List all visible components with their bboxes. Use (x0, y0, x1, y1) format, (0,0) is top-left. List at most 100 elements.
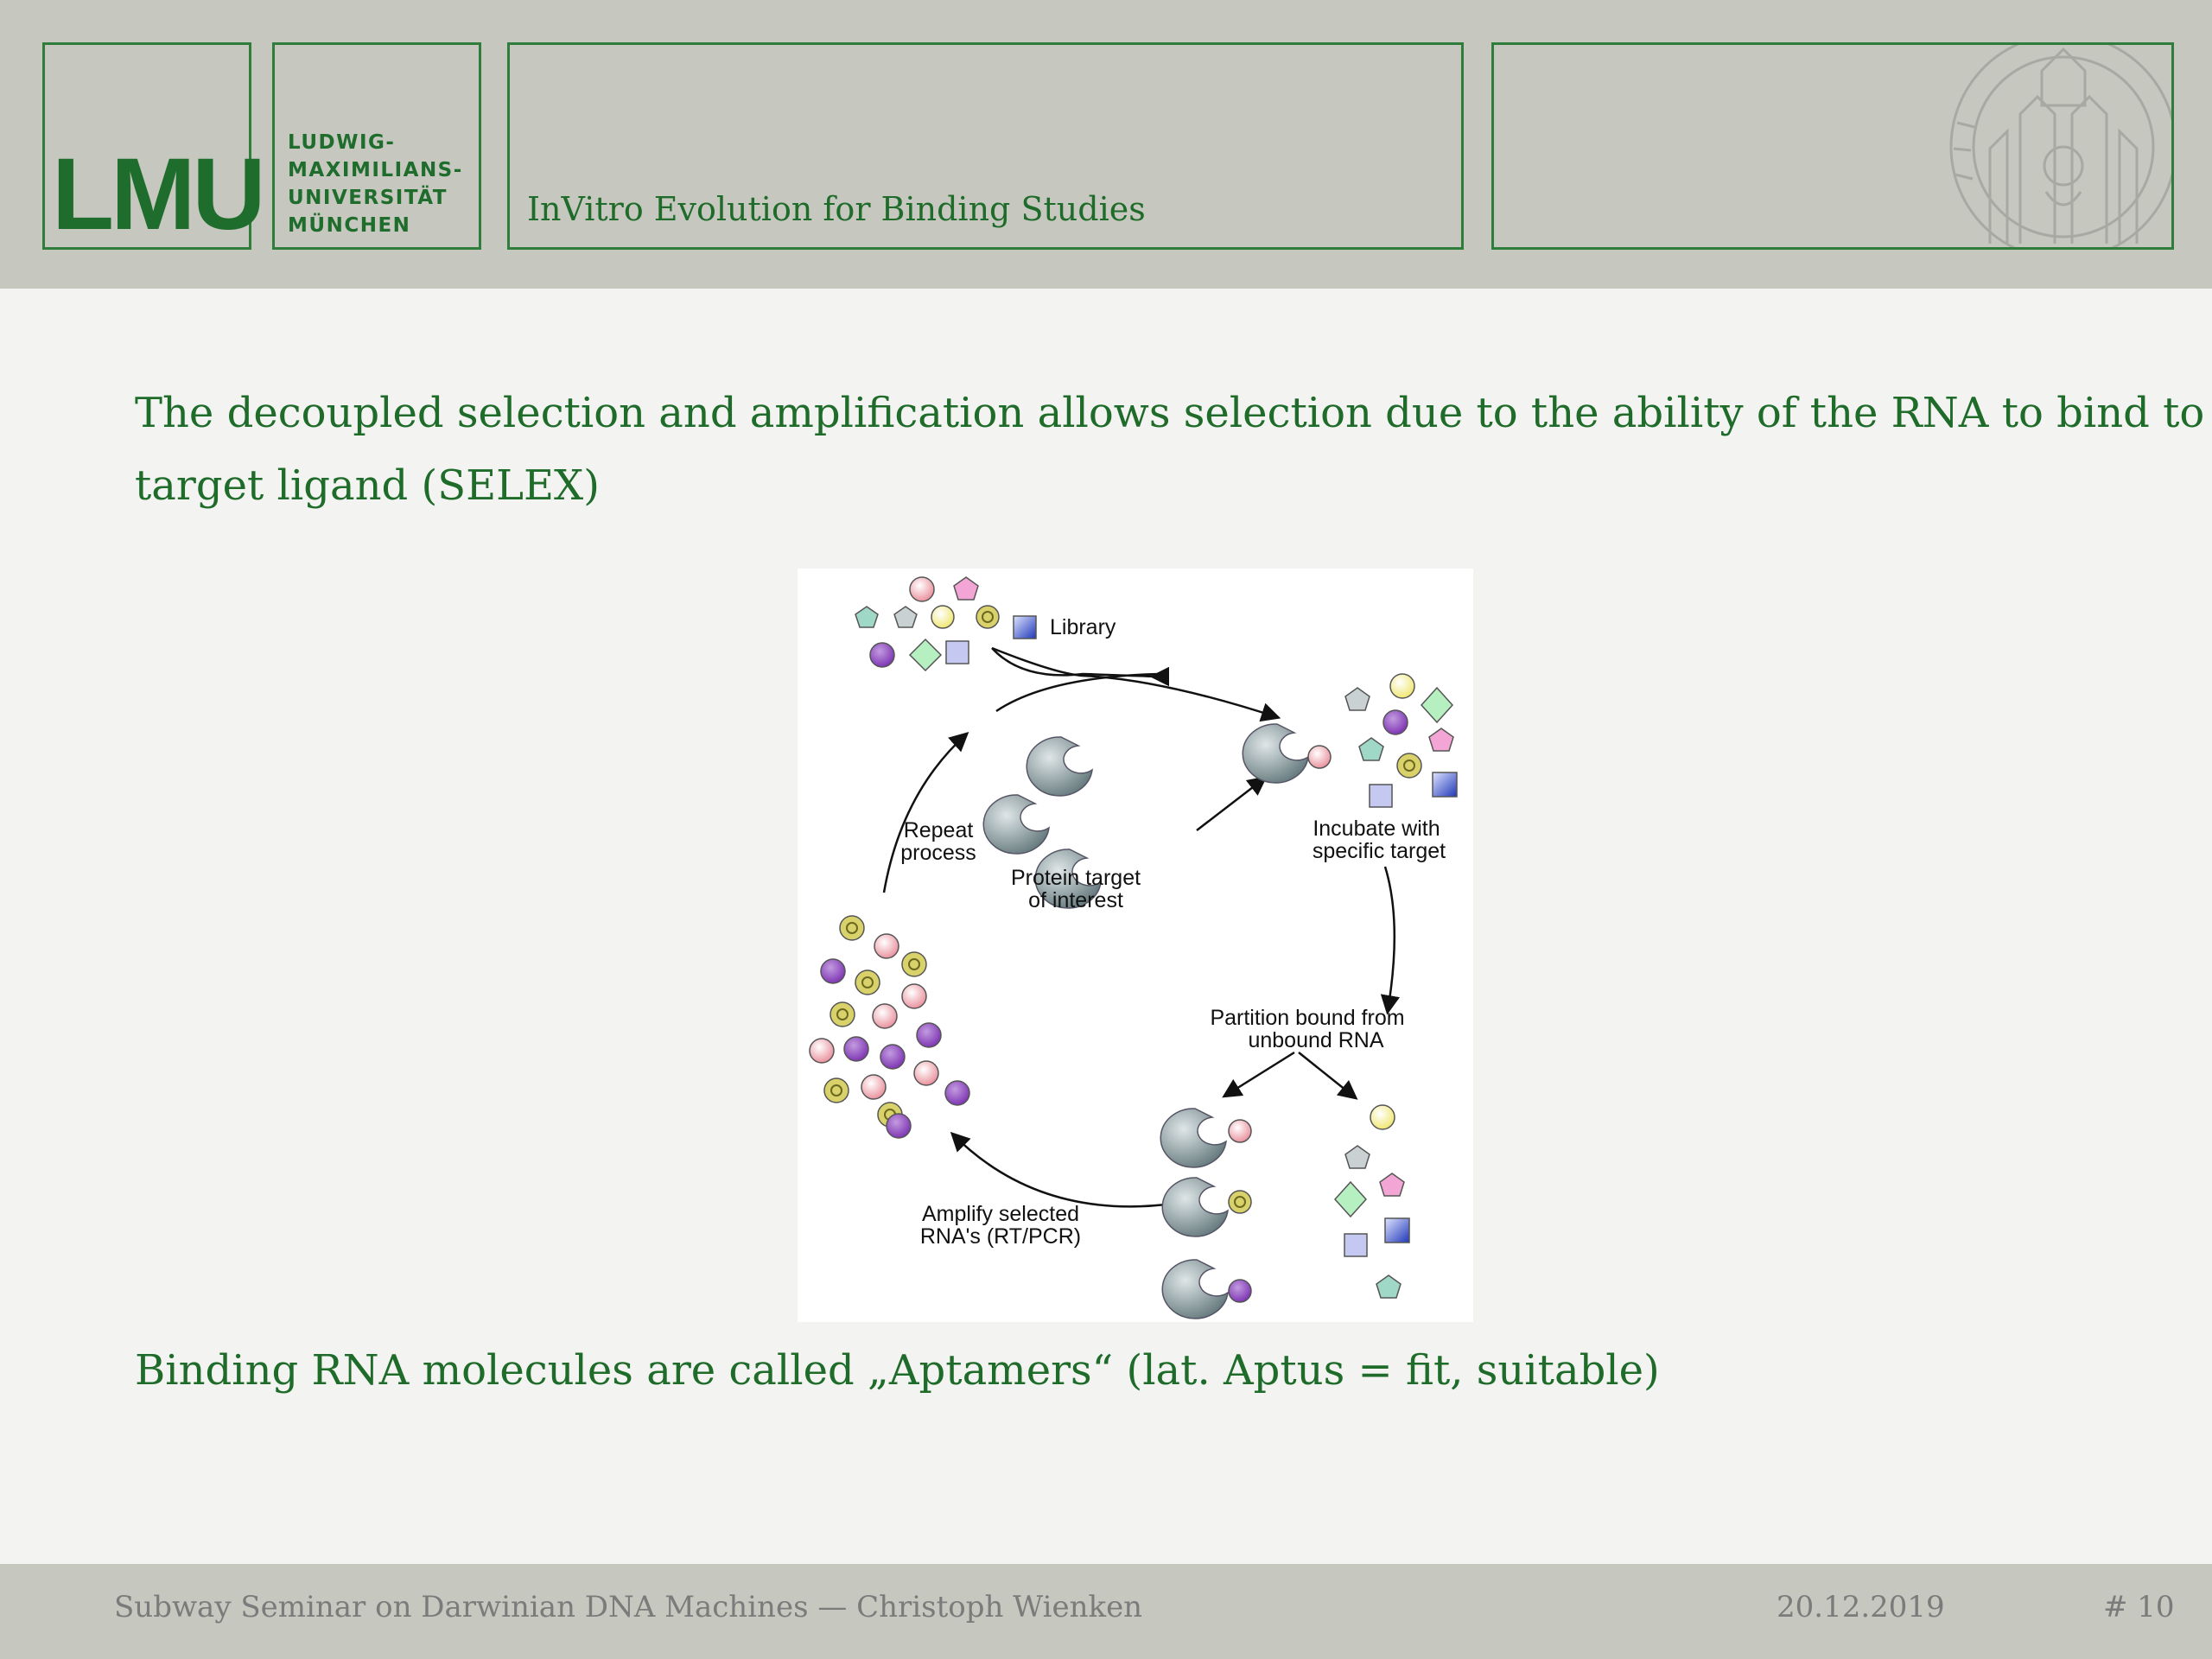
molecule-circle (820, 958, 846, 984)
molecule-square (1432, 772, 1458, 798)
molecule-pentagon (1344, 687, 1370, 711)
protein-icon (1160, 1108, 1227, 1168)
university-seal-icon (1949, 45, 2171, 247)
library-label: Library (1050, 615, 1116, 639)
molecule-circle (1370, 1104, 1395, 1130)
molecule-square (1369, 784, 1393, 808)
protein-label-line: Protein target (1011, 866, 1141, 890)
molecule-circle (872, 1003, 898, 1029)
molecule-circle (809, 1038, 835, 1064)
cycle-arrows (882, 646, 1401, 1208)
arrow (950, 1131, 1174, 1208)
university-name-line: MAXIMILIANS- (288, 159, 463, 181)
seal-box (1491, 42, 2174, 250)
incubate-label-line: specific target (1313, 839, 1446, 863)
protein-targets (982, 736, 1102, 909)
molecule-square (1384, 1217, 1410, 1243)
arrow (1298, 1052, 1358, 1100)
molecule-spiral (1396, 753, 1422, 779)
molecule-circle (901, 983, 927, 1009)
molecule-spiral (855, 969, 880, 995)
molecule-pentagon (1379, 1173, 1405, 1197)
arrow (882, 731, 969, 893)
molecule-circle (874, 933, 899, 959)
amplify-label-line: Amplify selected (922, 1202, 1079, 1226)
molecule-circle (916, 1022, 942, 1048)
incubate-group (1242, 673, 1458, 808)
molecule-circle (843, 1036, 869, 1062)
molecule-pentagon (1358, 737, 1384, 761)
molecule-circle (1307, 745, 1332, 769)
molecule-circle (909, 576, 935, 602)
amplified-pool (809, 915, 970, 1139)
university-name-line: LUDWIG- (288, 131, 396, 154)
molecule-circle (861, 1074, 887, 1100)
bullet-text-line: The decoupled selection and amplificatio… (135, 389, 2212, 437)
molecule-diamond (1333, 1180, 1368, 1218)
molecule-diamond (908, 638, 943, 672)
molecule-circle (944, 1080, 970, 1106)
bound-complexes (1160, 1108, 1252, 1319)
slide-header: LMU LUDWIG- MAXIMILIANS- UNIVERSITÄT MÜN… (0, 0, 2212, 289)
partition-label-line: unbound RNA (1248, 1028, 1383, 1052)
footer-date: 20.12.2019 (1777, 1590, 1945, 1624)
molecule-pentagon (1344, 1145, 1370, 1169)
molecule-circle (869, 642, 895, 668)
molecule-circle (931, 605, 955, 629)
protein-icon (1242, 723, 1309, 784)
protein-icon (1034, 849, 1102, 909)
selex-cycle-figure: Library Protein target of interest (798, 569, 1473, 1322)
molecule-circle (1382, 709, 1408, 735)
molecule-spiral (839, 915, 865, 941)
protein-icon (1161, 1259, 1229, 1319)
slide-title-box: InVitro Evolution for Binding Studies (507, 42, 1464, 250)
arrow (995, 672, 1161, 713)
partition-label-line: Partition bound from (1210, 1006, 1404, 1030)
footer-page-number: # 10 (2103, 1590, 2175, 1624)
arrow (1380, 866, 1401, 1015)
molecule-circle (1228, 1119, 1252, 1143)
arrow (1222, 1051, 1295, 1098)
molecule-spiral (823, 1077, 849, 1103)
molecule-pentagon (893, 606, 918, 628)
protein-icon (1161, 1177, 1229, 1237)
slide-title: InVitro Evolution for Binding Studies (527, 190, 1146, 228)
arrow (991, 647, 1170, 687)
molecule-square (1013, 615, 1037, 639)
molecule-square (945, 640, 969, 664)
molecule-pentagon (1376, 1274, 1402, 1299)
unbound-molecules (1333, 1104, 1410, 1299)
repeat-label-line: process (900, 841, 976, 865)
molecule-circle (1228, 1279, 1252, 1303)
protein-icon (1026, 736, 1093, 797)
bullet-text-line: Binding RNA molecules are called „Aptame… (135, 1346, 1660, 1395)
arrow (991, 646, 1281, 722)
bullet-text-line: target ligand (SELEX) (135, 461, 600, 510)
repeat-label-line: Repeat (904, 818, 974, 842)
footer-seminar: Subway Seminar on Darwinian DNA Machines… (114, 1590, 1143, 1624)
amplify-label-line: RNA's (RT/PCR) (920, 1224, 1081, 1249)
molecule-spiral (976, 605, 1000, 629)
university-name-logo: LUDWIG- MAXIMILIANS- UNIVERSITÄT MÜNCHEN (272, 42, 481, 250)
molecule-circle (1389, 673, 1415, 699)
protein-icon (982, 794, 1050, 855)
molecule-pentagon (855, 606, 879, 628)
molecule-pentagon (953, 576, 979, 601)
molecule-circle (880, 1044, 906, 1070)
molecule-circle (913, 1060, 939, 1086)
lmu-logo-text: LMU (52, 137, 266, 251)
university-name-line: MÜNCHEN (288, 214, 411, 237)
molecule-spiral (901, 951, 927, 977)
molecule-diamond (1420, 686, 1454, 724)
molecule-square (1344, 1233, 1368, 1257)
molecule-pentagon (1428, 728, 1454, 752)
slide-footer: Subway Seminar on Darwinian DNA Machines… (0, 1564, 2212, 1659)
protein-label-line: of interest (1028, 888, 1123, 912)
molecule-spiral (1228, 1190, 1252, 1214)
incubate-label-line: Incubate with (1313, 817, 1440, 841)
university-name-line: UNIVERSITÄT (288, 187, 448, 209)
molecule-spiral (830, 1001, 855, 1027)
molecule-circle (886, 1113, 912, 1139)
arrow (1196, 776, 1268, 831)
selex-diagram: Library Protein target of interest (809, 576, 1458, 1319)
